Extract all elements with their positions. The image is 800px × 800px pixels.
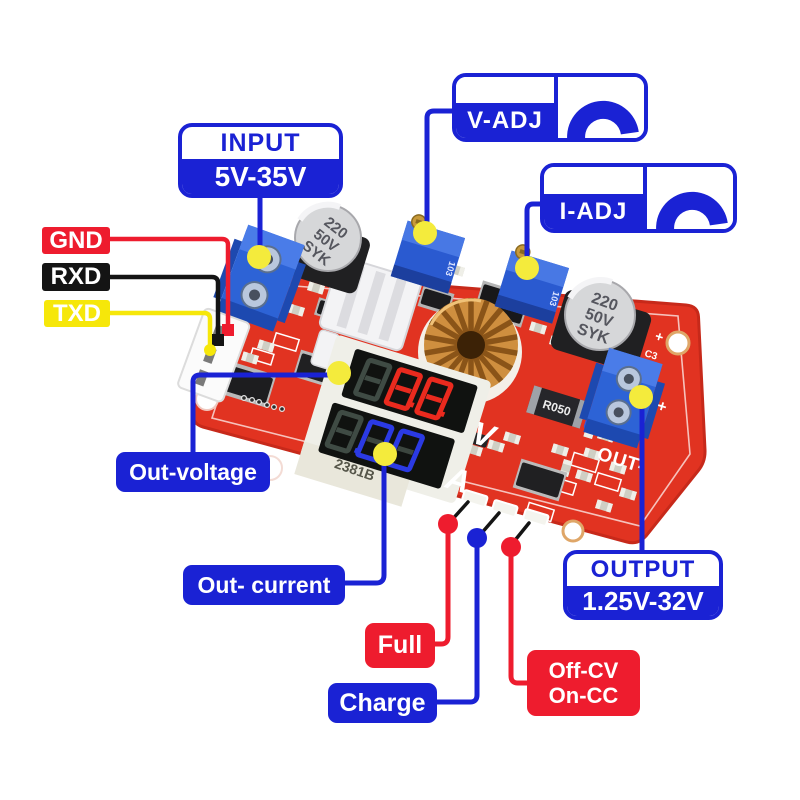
input-terminal (213, 224, 306, 332)
mounting-hole (561, 519, 585, 543)
callout-txd: TXD (44, 300, 110, 327)
trimmer-i-code: 103 (547, 290, 561, 307)
trimmer-v-code: 103 (443, 260, 457, 277)
callout-output: OUTPUT 1.25V-32V (563, 550, 723, 620)
callout-gnd: GND (42, 227, 110, 254)
wire-charge (434, 539, 480, 705)
callout-cv-cc: Off-CV On-CC (527, 650, 640, 716)
voltage-display-digits (355, 360, 456, 420)
marker-cv-cc (501, 537, 521, 557)
dial-arc-icon (558, 77, 644, 138)
via-row (241, 395, 286, 413)
led-cvcc (522, 508, 550, 527)
capacitor-2: 220 50V SYK (550, 277, 652, 372)
cv-cc-line2: On-CC (548, 683, 619, 708)
silk-c3: C3 (643, 348, 659, 362)
callout-out-current: Out- current (183, 565, 345, 605)
sot23-chip (471, 432, 489, 448)
wire-i-adj (524, 201, 543, 267)
callout-out-voltage: Out-voltage (116, 452, 270, 492)
wire-out-current (342, 455, 387, 586)
capacitor-1: 220 50V SYK (288, 201, 370, 294)
cv-cc-line1: Off-CV (548, 657, 619, 683)
mounting-hole (665, 330, 691, 356)
rxd-pin (212, 334, 224, 346)
marker-input (247, 245, 271, 269)
callout-full: Full (365, 623, 435, 668)
callout-i-adj: I-ADJ (540, 163, 737, 233)
input-title: INPUT (220, 128, 301, 157)
v-adj-label: V-ADJ (456, 103, 554, 138)
output-range: 1.25V-32V (567, 586, 719, 616)
status-leds (461, 489, 550, 527)
wire-cv-cc (508, 548, 530, 686)
wire-out-voltage (190, 372, 337, 457)
shunt-resistor: R050 (526, 385, 588, 429)
i-adj-label: I-ADJ (544, 194, 643, 229)
output-title: OUTPUT (590, 556, 696, 583)
marker-v-adj (413, 221, 437, 245)
dial-arc-icon (647, 167, 733, 229)
wire-rxd (107, 274, 221, 339)
soic8-chip (512, 458, 568, 502)
led-full (461, 489, 489, 508)
marker-charge (467, 528, 487, 548)
input-range: 5V-35V (182, 159, 339, 194)
led-charge (491, 499, 519, 518)
wire-full (432, 525, 451, 647)
callout-v-adj: V-ADJ (452, 73, 648, 142)
marker-out-voltage (327, 361, 351, 385)
callout-rxd: RXD (42, 263, 110, 291)
wire-txd (107, 310, 213, 348)
callout-input: INPUT 5V-35V (178, 123, 343, 198)
txd-pin (204, 344, 216, 356)
marker-i-adj (515, 256, 539, 280)
marker-output (629, 385, 653, 409)
wire-gnd (107, 236, 231, 329)
callout-charge: Charge (328, 683, 437, 723)
gnd-pin (222, 324, 234, 336)
marker-out-current (373, 442, 397, 466)
wire-v-adj (424, 108, 455, 231)
marker-full (438, 514, 458, 534)
